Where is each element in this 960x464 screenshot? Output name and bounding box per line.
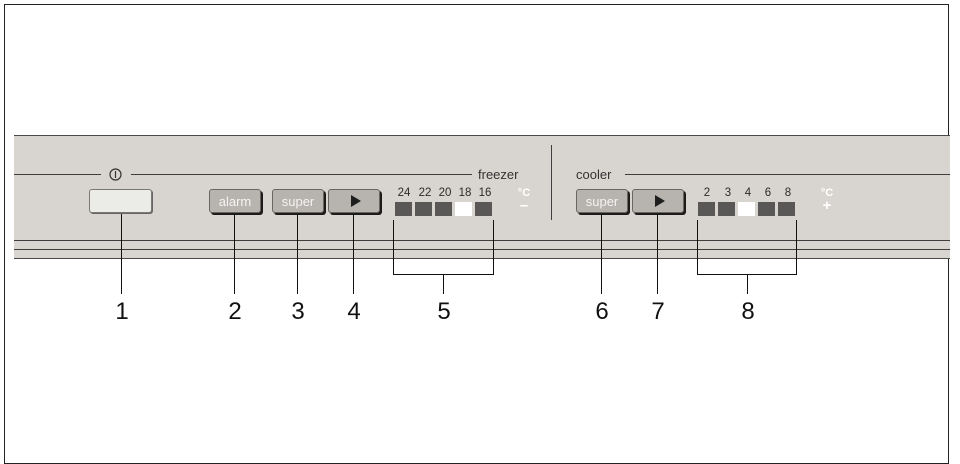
freezer-scale-value: 18 — [458, 187, 472, 199]
callout-line-8 — [747, 275, 748, 294]
callout-bracket-8 — [697, 220, 797, 275]
control-panel — [14, 135, 950, 259]
callout-number-2: 2 — [228, 298, 242, 325]
play-arrow-icon — [350, 195, 361, 207]
cooler-led — [698, 202, 715, 216]
cooler-super-button[interactable]: super — [576, 189, 628, 213]
freezer-scale-value: 16 — [478, 187, 492, 199]
freezer-led — [435, 202, 452, 216]
cooler-scale-value: 3 — [724, 187, 732, 199]
freezer-super-button-label: super — [281, 193, 315, 209]
freezer-scale-value: 20 — [438, 187, 452, 199]
cooler-unit: °C — [820, 187, 834, 199]
callout-line-5 — [443, 275, 444, 294]
power-button[interactable] — [89, 189, 152, 213]
callout-number-4: 4 — [347, 298, 361, 325]
callout-line-2 — [234, 214, 235, 294]
callout-line-7 — [657, 214, 658, 294]
freezer-scale-value: 22 — [418, 187, 432, 199]
freezer-led — [395, 202, 412, 216]
cooler-label: cooler — [576, 167, 612, 182]
callout-bracket-5 — [393, 220, 494, 275]
cooler-led — [718, 202, 735, 216]
callout-line-4 — [353, 214, 354, 294]
freezer-unit: °C — [517, 187, 531, 199]
panel-groove-line — [14, 249, 950, 250]
callout-number-8: 8 — [741, 298, 755, 325]
cooler-scale-value: 8 — [784, 187, 792, 199]
freezer-led — [415, 202, 432, 216]
freezer-label: freezer — [478, 167, 519, 182]
play-arrow-icon — [654, 195, 665, 207]
callout-number-3: 3 — [291, 298, 305, 325]
power-icon — [109, 168, 122, 181]
callout-number-5: 5 — [437, 298, 451, 325]
cooler-led — [778, 202, 795, 216]
power-group-line — [14, 174, 101, 175]
alarm-button-label: alarm — [218, 193, 252, 209]
callout-line-3 — [297, 214, 298, 294]
freezer-super-button[interactable]: super — [272, 189, 324, 213]
cooler-scale-value: 2 — [703, 187, 711, 199]
cooler-group-line — [625, 174, 950, 175]
freezer-led — [475, 202, 492, 216]
callout-number-6: 6 — [595, 298, 609, 325]
callout-number-1: 1 — [115, 298, 129, 325]
callout-number-7: 7 — [651, 298, 665, 325]
callout-line-1 — [121, 214, 122, 294]
section-divider — [551, 145, 552, 220]
cooler-scale-value: 4 — [744, 187, 752, 199]
panel-groove-line — [14, 240, 950, 241]
freezer-led-active — [455, 202, 472, 216]
cooler-scale-value: 6 — [764, 187, 772, 199]
freezer-minus-sign: – — [519, 197, 529, 214]
cooler-led-active — [738, 202, 755, 216]
freezer-scale-value: 24 — [397, 187, 411, 199]
cooler-temp-select-button[interactable] — [632, 189, 684, 213]
freezer-temp-select-button[interactable] — [328, 189, 380, 213]
cooler-led — [758, 202, 775, 216]
cooler-super-button-label: super — [585, 193, 619, 209]
cooler-plus-sign: + — [822, 197, 832, 214]
callout-line-6 — [601, 214, 602, 294]
alarm-button[interactable]: alarm — [209, 189, 261, 213]
freezer-group-line — [131, 174, 472, 175]
